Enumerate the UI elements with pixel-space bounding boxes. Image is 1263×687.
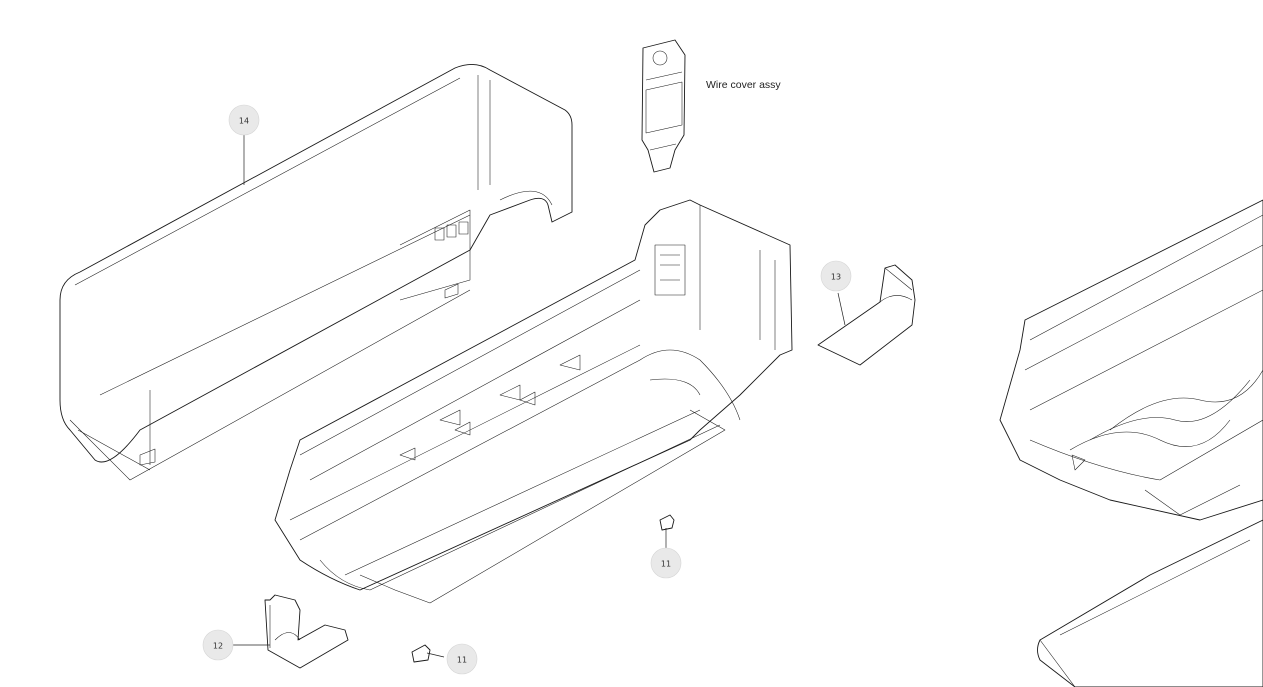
main-chassis [274,199,793,604]
wire-cover-caption: Wire cover assy [706,79,781,91]
front-panel-casing [59,64,573,481]
balloon-13-label: 13 [831,273,841,282]
clip-part-11-a [659,514,675,531]
balloon-11a: 11 [650,547,682,579]
balloon-14-label: 14 [239,117,249,126]
balloon-11b-label: 11 [457,656,467,665]
balloon-14: 14 [228,104,260,136]
wire-cover-assy [641,39,686,173]
balloon-13: 13 [820,260,852,292]
balloon-12: 12 [202,629,234,661]
side-cover-part-13 [817,264,916,366]
leader-lines [232,134,846,658]
right-partial-assembly [999,199,1263,687]
small-cover-part-12 [264,594,349,669]
clip-part-11-b [411,644,431,663]
balloon-12-label: 12 [213,642,223,651]
balloon-11a-label: 11 [661,560,671,569]
balloon-11b: 11 [446,643,478,675]
